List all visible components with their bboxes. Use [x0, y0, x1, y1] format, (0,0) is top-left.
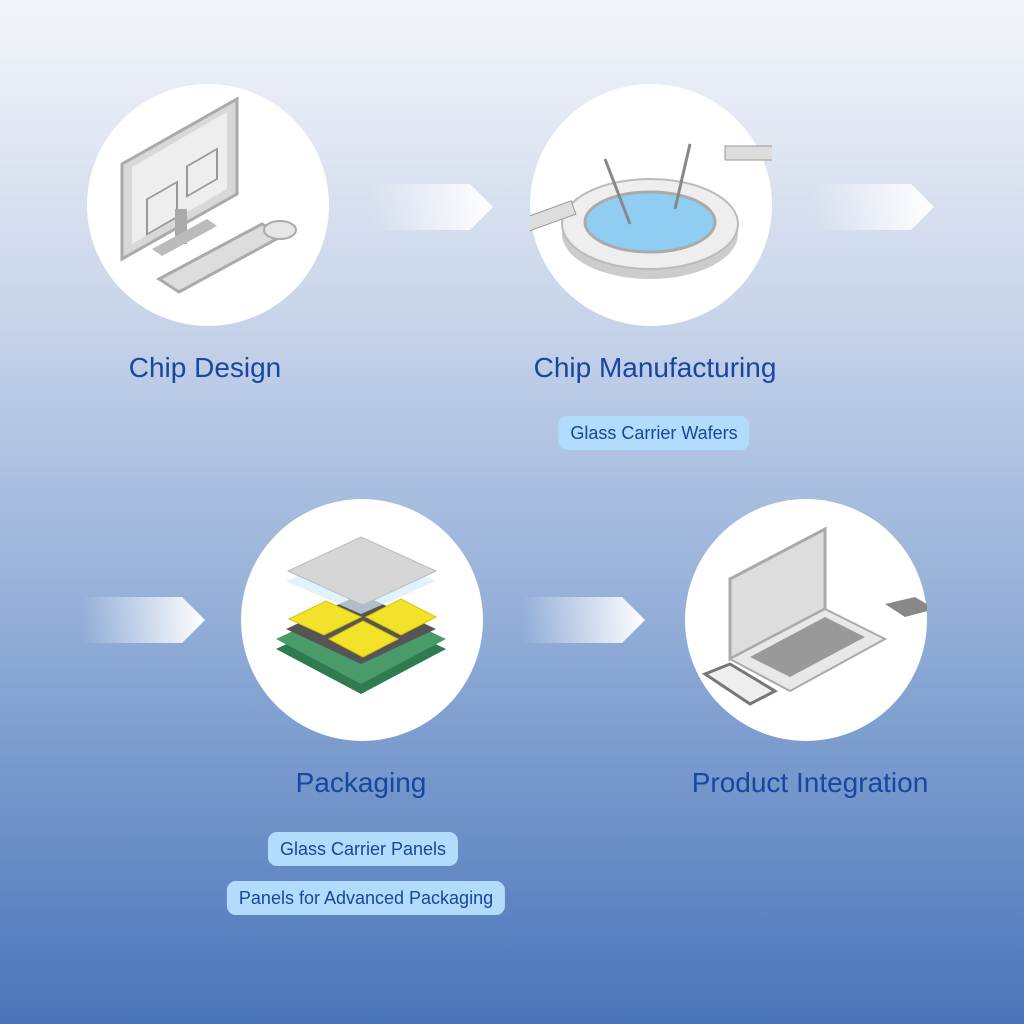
stage-title-packaging: Packaging	[295, 767, 427, 798]
stage-title-chip-manufacturing: Chip Manufacturing	[533, 352, 777, 383]
stage-title-product-integration: Product Integration	[691, 767, 929, 798]
wafer-processing-icon	[523, 143, 781, 279]
stage-title-chip-design: Chip Design	[128, 352, 282, 383]
flow-arrow	[811, 184, 934, 230]
laptop-devices-icon	[701, 526, 935, 706]
tag-glass-carrier-wafers: Glass Carrier Wafers	[558, 416, 750, 450]
computer-workstation-icon	[120, 96, 297, 294]
flow-arrow	[82, 597, 205, 643]
packaging-illustration	[241, 499, 483, 741]
tag-panels-for-advanced-packaging: Panels for Advanced Packaging	[226, 881, 506, 915]
chip-manufacturing-illustration	[523, 84, 781, 326]
tag-glass-carrier-panels: Glass Carrier Panels	[267, 832, 459, 866]
flow-arrow	[370, 184, 493, 230]
chip-design-illustration	[87, 84, 329, 326]
product-integration-illustration	[685, 499, 935, 741]
flow-arrow	[522, 597, 645, 643]
chip-package-stack-icon	[276, 536, 446, 694]
